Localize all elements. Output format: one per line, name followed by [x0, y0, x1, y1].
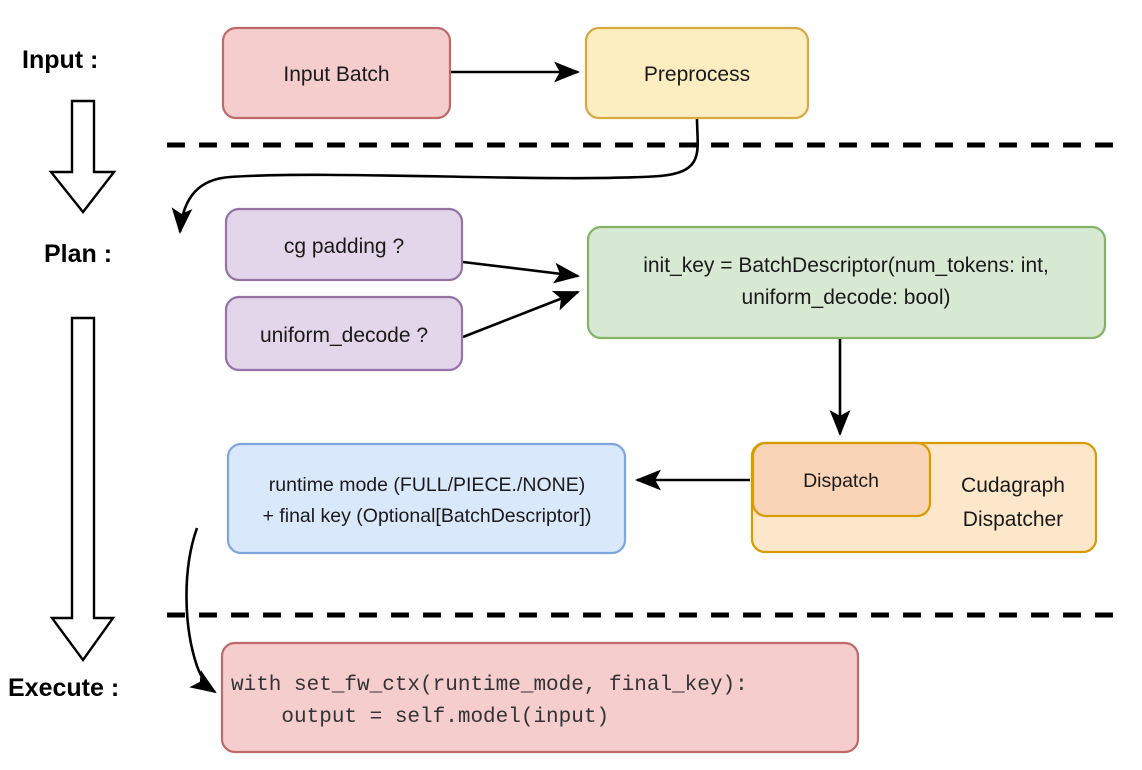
node-runtime-mode-line2: + final key (Optional[BatchDescriptor])	[263, 505, 592, 527]
node-uniform-decode-label: uniform_decode ?	[260, 324, 428, 347]
node-execute-code-shape[interactable]	[220, 641, 860, 754]
node-execute-code-line2: output = self.model(input)	[231, 706, 609, 729]
node-init-key-line2: uniform_decode: bool)	[742, 286, 951, 309]
node-input-batch-label: Input Batch	[283, 63, 389, 86]
stage-label-plan: Plan :	[44, 240, 112, 268]
node-init-key-line1: init_key = BatchDescriptor(num_tokens: i…	[643, 254, 1049, 277]
block-arrow-input-to-plan	[48, 99, 117, 214]
node-dispatch-shape[interactable]	[751, 441, 932, 518]
stage-label-input: Input :	[22, 46, 98, 74]
edge-uniform-decode-to-init-key	[462, 290, 580, 339]
node-runtime-mode-line1: runtime mode (FULL/PIECE./NONE)	[269, 474, 585, 496]
node-init-key[interactable]: init_key = BatchDescriptor(num_tokens: i…	[586, 225, 1107, 340]
node-cudagraph-dispatcher-line1: Cudagraph	[961, 474, 1065, 497]
node-runtime-mode-shape[interactable]	[226, 442, 627, 555]
node-init-key-shape[interactable]	[586, 225, 1107, 340]
edge-runtime-mode-to-execute	[185, 527, 217, 694]
node-preprocess-label: Preprocess	[644, 63, 750, 86]
node-uniform-decode[interactable]: uniform_decode ?	[224, 295, 464, 372]
node-cg-padding[interactable]: cg padding ?	[224, 207, 464, 282]
node-cg-padding-label: cg padding ?	[284, 235, 404, 258]
node-preprocess-shape[interactable]	[584, 26, 810, 120]
node-execute-code[interactable]: with set_fw_ctx(runtime_mode, final_key)…	[220, 641, 860, 754]
block-arrow-plan-to-execute	[49, 316, 116, 663]
node-dispatch-label: Dispatch	[803, 470, 879, 492]
stage-label-execute: Execute :	[8, 674, 119, 702]
node-dispatch[interactable]: Dispatch	[751, 441, 932, 518]
node-execute-code-line1: with set_fw_ctx(runtime_mode, final_key)…	[231, 674, 748, 697]
node-input-batch-shape[interactable]	[221, 26, 452, 120]
node-cg-padding-shape[interactable]	[224, 207, 464, 282]
edge-preprocess-to-plan	[171, 117, 700, 235]
edge-cg-padding-to-init-key	[462, 260, 581, 284]
node-cudagraph-dispatcher-line2: Dispatcher	[963, 508, 1063, 531]
node-uniform-decode-shape[interactable]	[224, 295, 464, 372]
node-runtime-mode[interactable]: runtime mode (FULL/PIECE./NONE) + final …	[226, 442, 627, 555]
node-input-batch[interactable]: Input Batch	[221, 26, 452, 120]
node-preprocess[interactable]: Preprocess	[584, 26, 810, 120]
